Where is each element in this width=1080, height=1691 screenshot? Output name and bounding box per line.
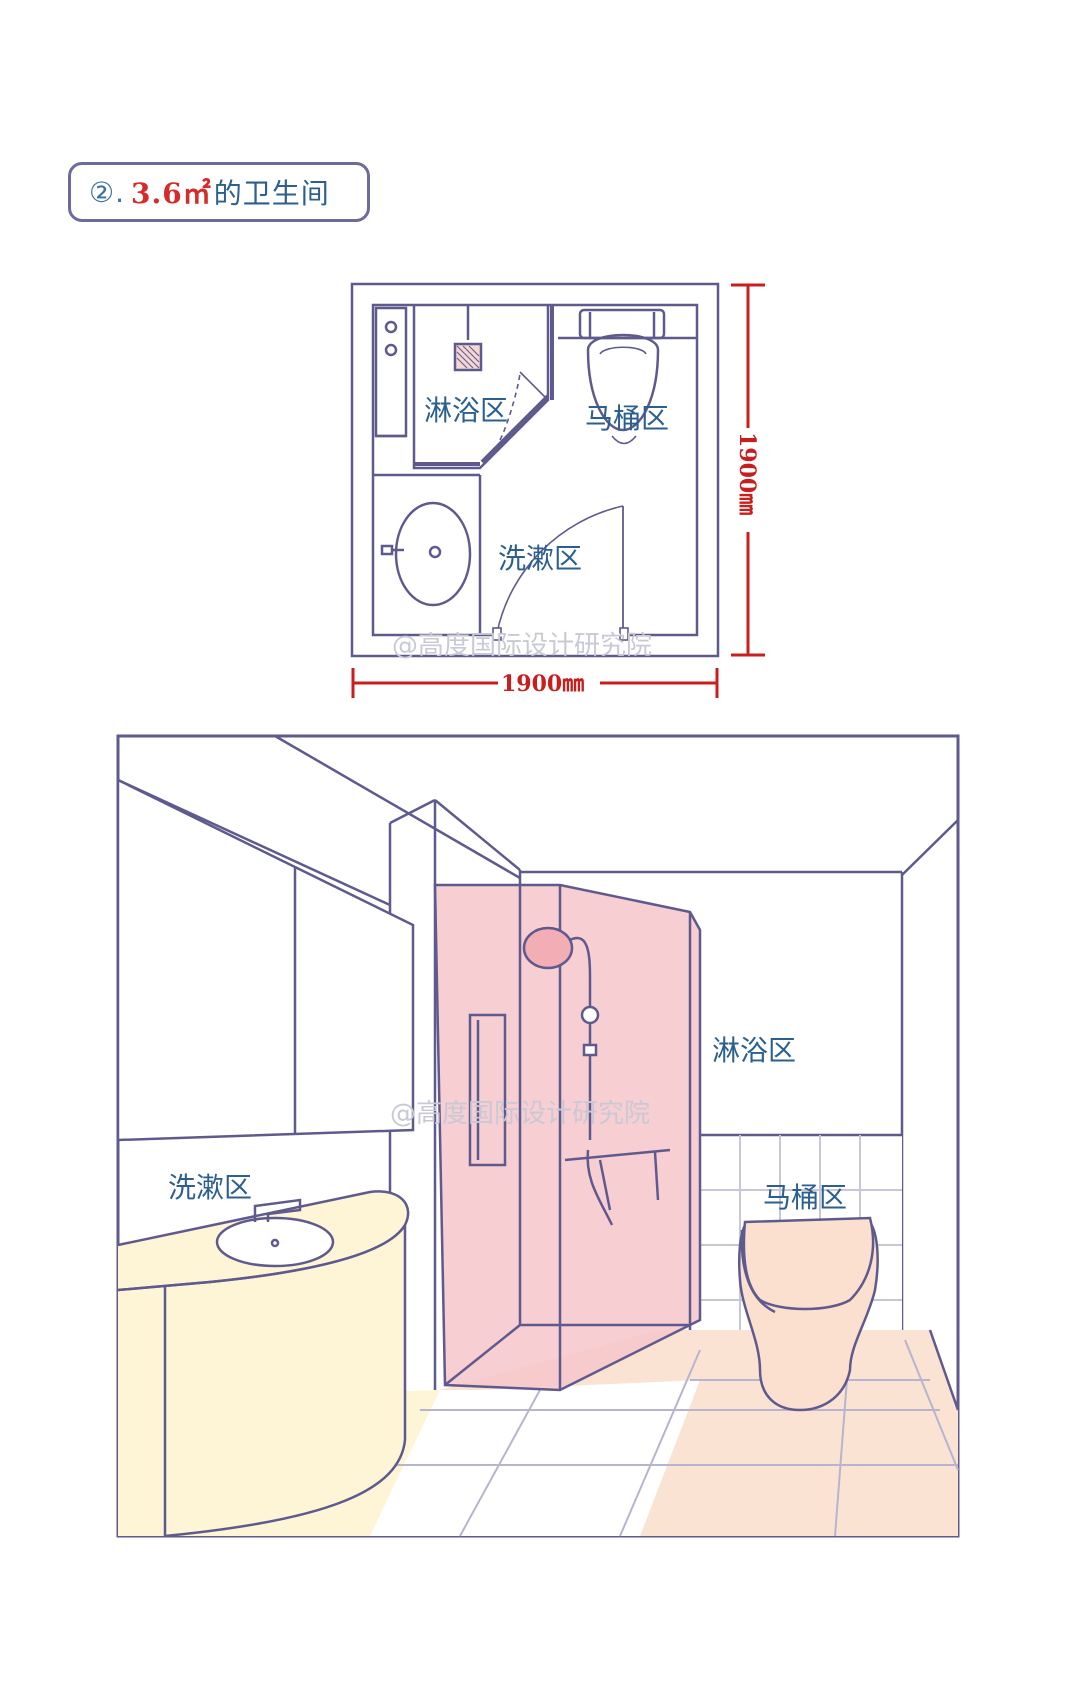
plan-watermark: @高度国际设计研究院	[392, 631, 652, 661]
plan-label-wash: 洗漱区	[498, 542, 582, 575]
plan-shower-door-swing	[499, 371, 521, 441]
plan-knob	[384, 320, 398, 334]
title-number: ②.	[89, 175, 126, 209]
title-area: 3.6㎡	[131, 177, 212, 210]
toilet	[737, 1216, 879, 1412]
title-badge: ②. 3.6㎡ 的卫生间	[68, 162, 370, 222]
title-text: 的卫生间	[213, 177, 330, 210]
perspective-label-wash: 洗漱区	[168, 1171, 252, 1204]
dimension-height-label: 1900㎜	[734, 432, 760, 515]
dimension-height	[731, 283, 765, 657]
dimension-width	[351, 668, 719, 698]
plan-entry-door-swing	[496, 505, 624, 634]
dimension-width-label: 1900㎜	[501, 671, 584, 697]
perspective-label-toilet: 马桶区	[763, 1181, 847, 1214]
plan-toilet-bowl	[586, 333, 660, 432]
floor-tiles	[380, 1339, 959, 1537]
plan-knob	[384, 343, 398, 357]
plan-shower-enclosure	[412, 305, 550, 470]
mirror-cabinet	[116, 777, 415, 1142]
perspective-view: 淋浴区 马桶区 洗漱区 @高度国际设计研究院	[116, 734, 960, 1538]
perspective-watermark: @高度国际设计研究院	[390, 1099, 650, 1129]
floor-plan	[350, 282, 720, 658]
plan-sink	[394, 501, 472, 607]
plan-label-shower: 淋浴区	[424, 394, 508, 427]
plan-label-toilet: 马桶区	[585, 402, 669, 435]
shower-enclosure	[433, 870, 702, 1392]
plan-toilet-tank	[578, 308, 666, 340]
perspective-label-shower: 淋浴区	[712, 1034, 796, 1067]
vanity	[117, 1190, 410, 1538]
shower-head	[522, 926, 671, 1226]
